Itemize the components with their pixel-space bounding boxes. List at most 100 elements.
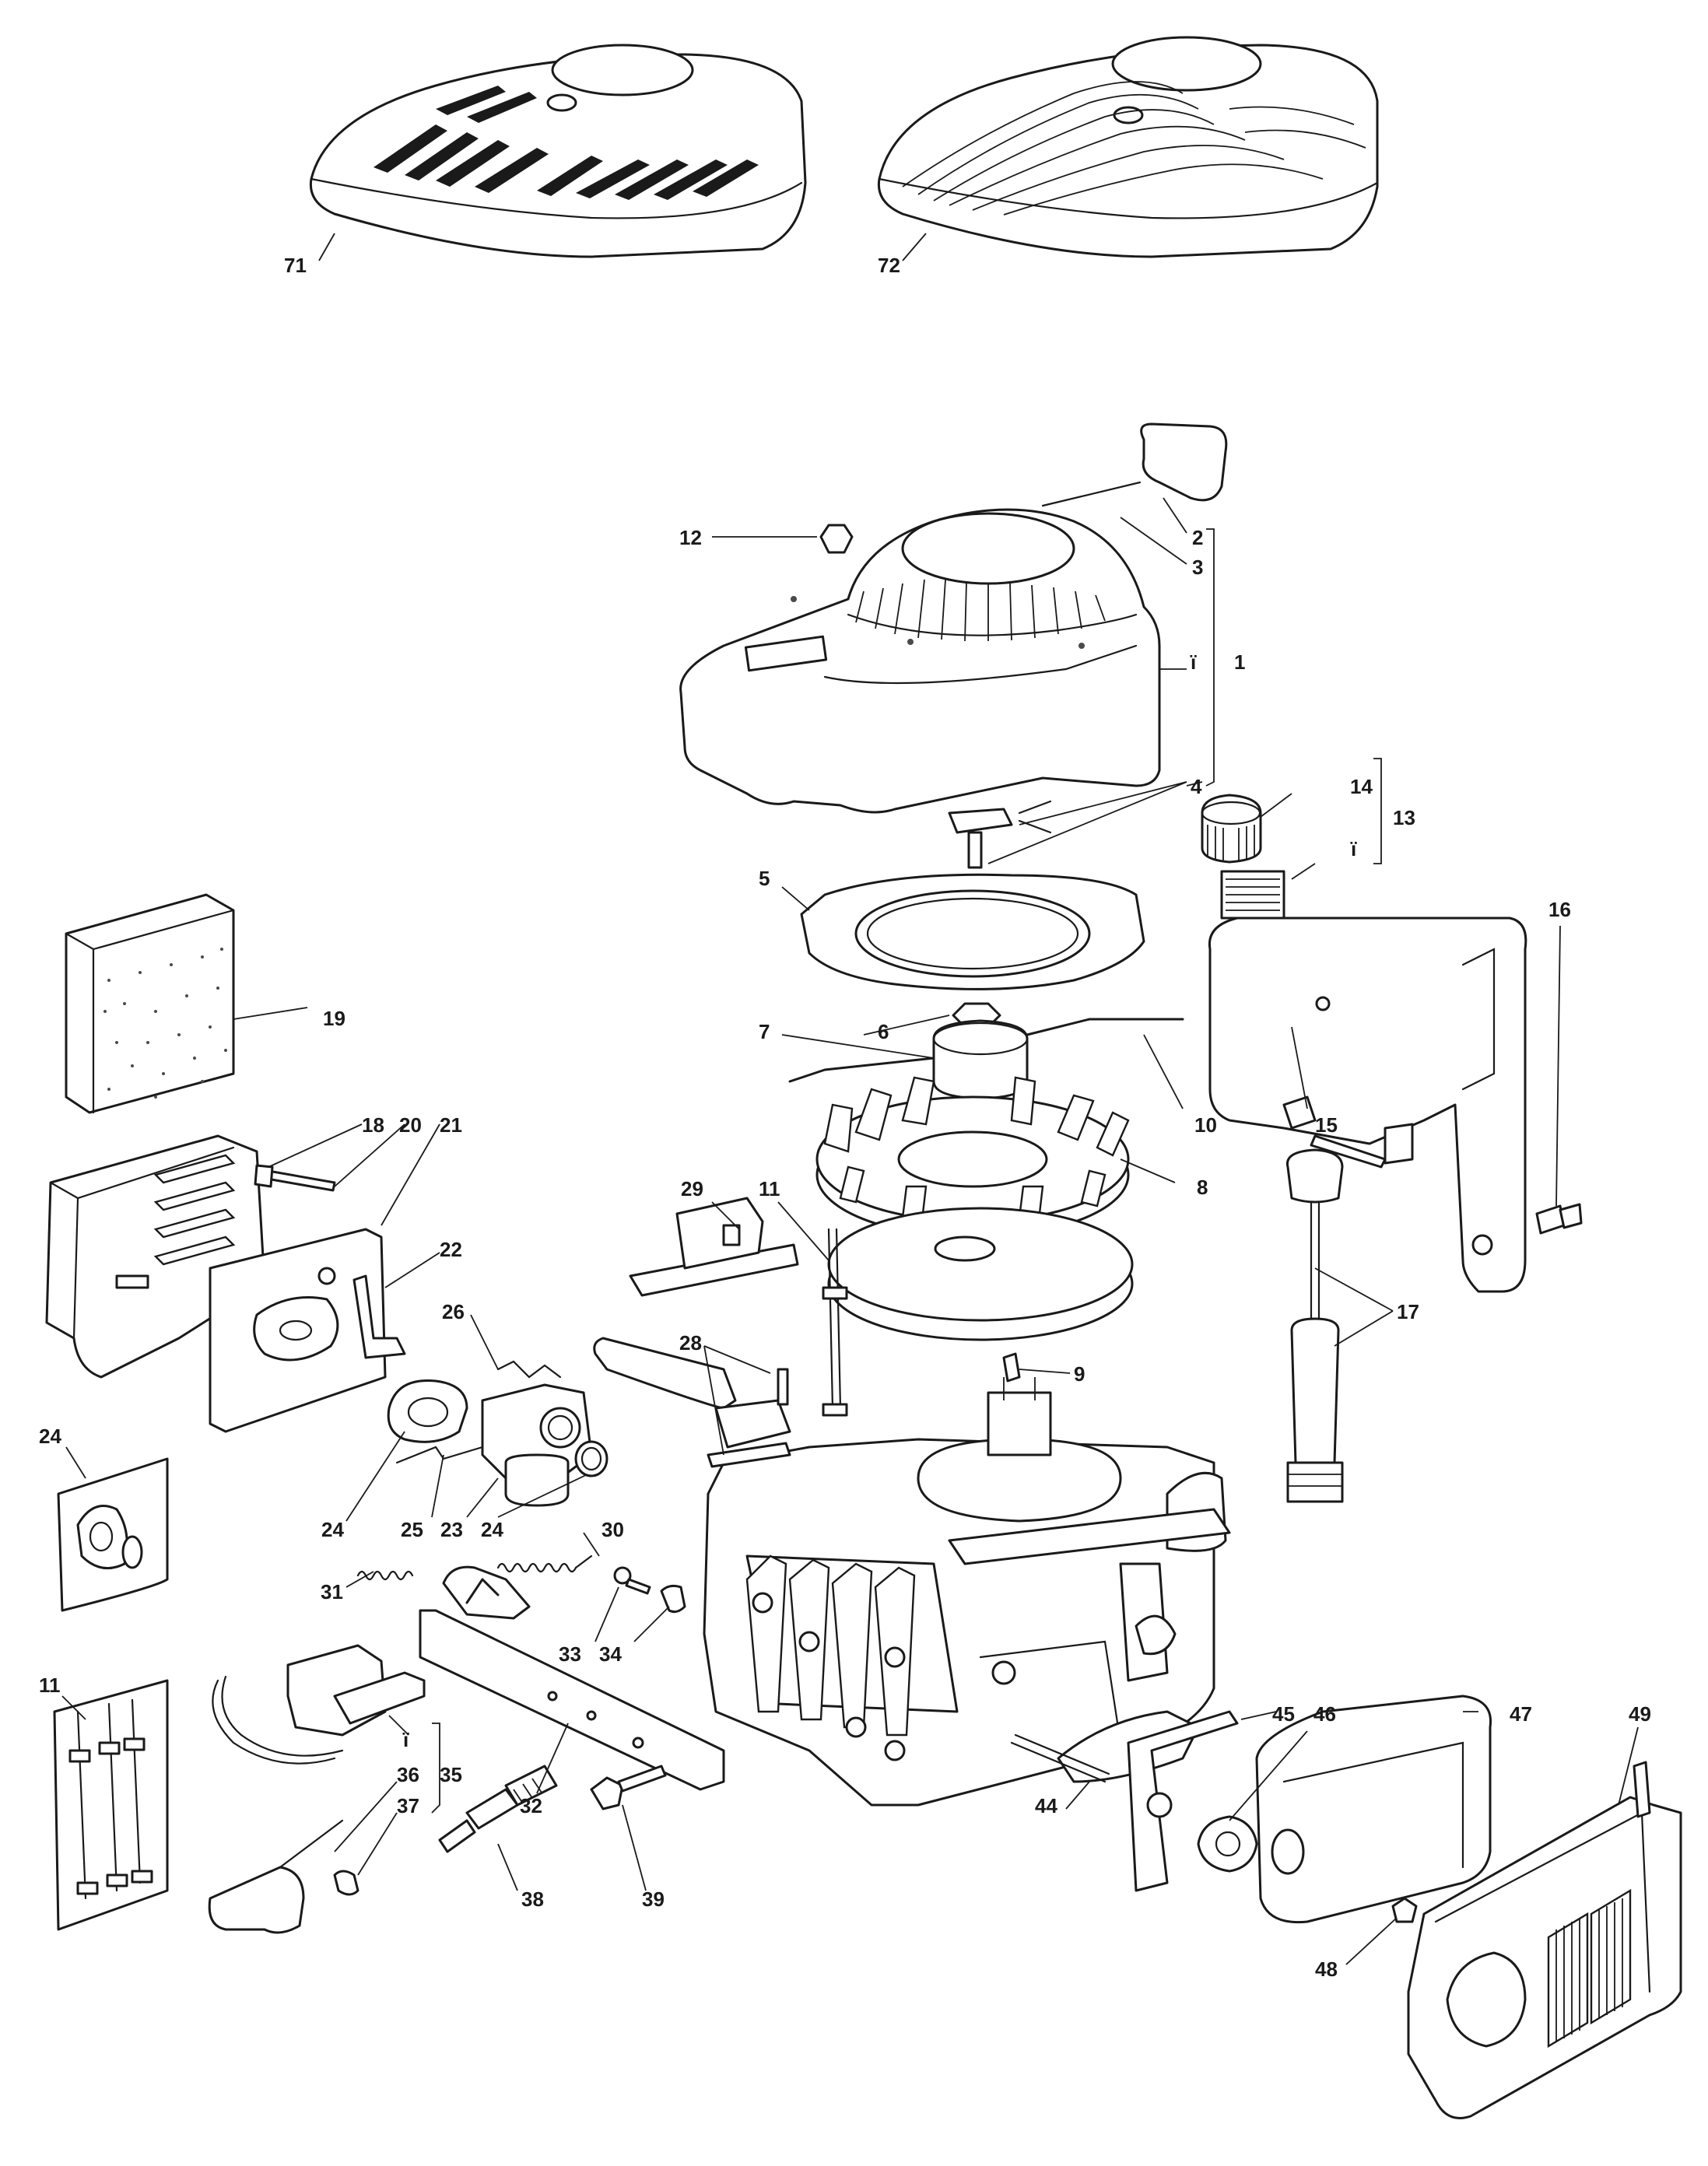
screw-33 [613,1566,651,1595]
callout-12: 12 [679,526,702,549]
callout-4: 4 [1191,775,1202,798]
callout-29: 29 [681,1177,703,1200]
callout-49: 49 [1629,1702,1651,1726]
callout-14: 14 [1350,775,1373,798]
clip-37 [333,1870,359,1896]
callout-6: 6 [878,1020,889,1043]
callout-2: 2 [1192,526,1203,549]
callout-11-lower: 11 [39,1674,61,1697]
callout-15: 15 [1315,1113,1338,1137]
muffler-47 [1255,1695,1492,1924]
callout-32: 32 [520,1794,542,1817]
engine-cover-72 [877,36,1379,258]
callout-28: 28 [679,1331,702,1355]
callout-19: 19 [323,1007,345,1030]
callout-71: 71 [284,254,307,277]
ignition-coil-35 [212,1644,426,1765]
callout-30: 30 [601,1518,624,1541]
spark-plug-38 [438,1765,558,1853]
bolt-39 [590,1765,667,1810]
callout-11-upper: 11 [759,1177,780,1200]
exhaust-gasket-46 [1197,1815,1258,1873]
callout-1: 1 [1234,650,1245,674]
nut-12 [819,524,854,554]
callout-20: 20 [399,1113,422,1137]
clip-34 [660,1584,686,1614]
bolt-20 [254,1164,336,1192]
pawl-4 [948,800,1052,869]
fuel-cap-14 [1201,794,1262,864]
bolt-15 [1310,1134,1387,1169]
carburetor-23 [481,1360,593,1507]
spring-30 [496,1554,593,1573]
callout-10: 10 [1194,1113,1217,1137]
link-25 [395,1446,484,1464]
callout-47: 47 [1510,1702,1532,1726]
gasket-24 [387,1379,468,1443]
callout-38: 38 [521,1887,544,1911]
filter-base-21 [209,1228,387,1433]
bracket-29 [629,1197,799,1297]
flywheel-disc [827,1207,1134,1341]
callout-24-a: 24 [321,1518,344,1541]
callout-coil-dot: ï [402,1728,409,1751]
bolt-44 [1010,1733,1110,1783]
callout-13: 13 [1393,806,1415,829]
starter-cup-7 [788,1018,1184,1100]
callout-17: 17 [1397,1300,1419,1323]
gasket-set-24 [57,1457,169,1612]
callout-34: 34 [599,1642,622,1666]
stud-set-11 [53,1679,169,1931]
callout-46: 46 [1313,1702,1336,1726]
baffle-plate-5 [800,873,1145,990]
fuel-tank-13 [1208,870,1527,1293]
callout-24-left: 24 [39,1425,61,1448]
callout-5: 5 [759,867,770,890]
callout-24-b: 24 [481,1518,503,1541]
engine-cover-71 [309,44,807,258]
callout-26: 26 [442,1300,465,1323]
intake-28 [593,1337,791,1468]
callout-72: 72 [878,254,900,277]
callout-tank-dot: ï [1350,837,1357,860]
callout-16: 16 [1548,898,1571,921]
callout-31: 31 [321,1580,343,1603]
o-ring-24 [574,1440,608,1477]
muffler-guard-49 [1407,1761,1682,2119]
callout-22: 22 [440,1238,462,1261]
callout-45: 45 [1272,1702,1295,1726]
callout-37: 37 [397,1794,419,1817]
callout-7: 7 [759,1020,770,1043]
key-9 [1002,1352,1021,1383]
callout-18: 18 [362,1113,384,1137]
callout-23: 23 [440,1518,463,1541]
callout-21: 21 [440,1113,462,1137]
screw-16 [1535,1203,1583,1235]
air-filter-19 [65,893,235,1114]
dipstick-17 [1285,1148,1344,1503]
callout-35: 35 [440,1763,462,1786]
callout-39: 39 [642,1887,665,1911]
breather-tube-22 [352,1274,406,1359]
callout-8: 8 [1197,1176,1208,1199]
callout-48: 48 [1315,1957,1338,1981]
spark-plug-boot-36 [208,1819,344,1934]
leader-lines [61,233,1639,1965]
callout-36: 36 [397,1763,419,1786]
muffler-bracket-45 [1127,1710,1239,1892]
callout-9: 9 [1074,1362,1085,1386]
starter-grip-2 [1041,422,1228,507]
callout-33: 33 [559,1642,581,1666]
callout-3: 3 [1192,556,1203,579]
callout-25: 25 [401,1518,423,1541]
blower-housing-1 [679,508,1161,814]
engine-block [703,1377,1231,1807]
control-plate-32 [419,1565,725,1791]
spring-31 [356,1570,414,1581]
callouts: 71 72 12 2 3 1 ï 4 14 13 ï 5 16 19 7 6 1… [39,254,1651,1981]
bolt-11 [822,1228,848,1417]
callout-44: 44 [1035,1794,1057,1817]
callout-housing-dot: ï [1190,650,1197,674]
flywheel-fan-8 [815,1076,1130,1239]
